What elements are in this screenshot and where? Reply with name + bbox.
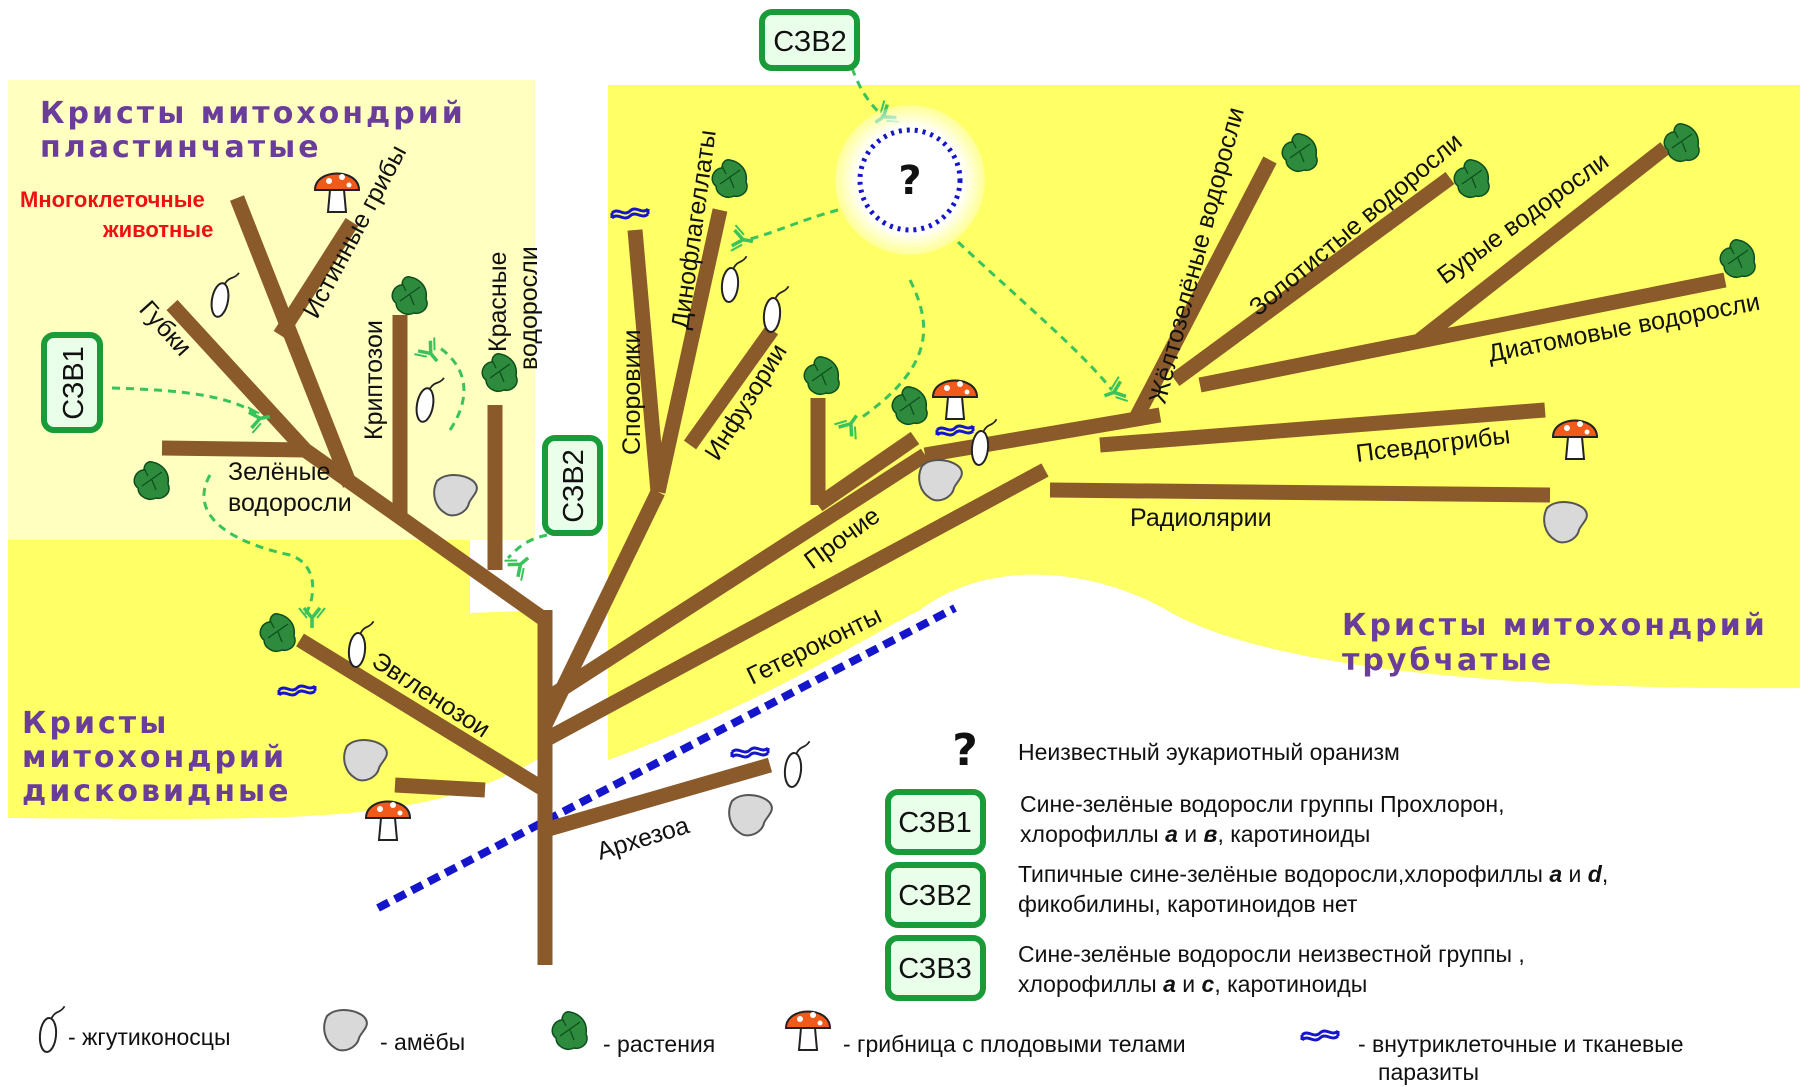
legend-flagellates-text: - жгутиконосцы bbox=[68, 1024, 231, 1050]
szv2-box-tree-mid-label: СЗВ2 bbox=[558, 449, 590, 523]
symbiosis-arrows bbox=[111, 67, 1114, 616]
phylogenetic-tree bbox=[161, 142, 1727, 965]
zone-title-lamellar-2: пластинчатые bbox=[40, 130, 322, 165]
legend-parasites-text-2: паразиты bbox=[1378, 1059, 1479, 1085]
legend-organism-types: - жгутиконосцы - амёбы - растения - гриб… bbox=[37, 1003, 1684, 1085]
mushroom-icon bbox=[785, 1010, 831, 1051]
legend-amoebae-text: - амёбы bbox=[380, 1029, 465, 1055]
unknown-question-mark: ? bbox=[898, 158, 921, 204]
label-green-algae-2: водоросли bbox=[228, 489, 352, 517]
legend-question-mark: ? bbox=[952, 725, 978, 776]
szv2-box-tree-mid: СЗВ2 bbox=[542, 435, 603, 536]
legend-parasites-text-1: - внутриклеточные и тканевые bbox=[1358, 1031, 1684, 1057]
flagellate-icon bbox=[782, 738, 811, 790]
zone-title-discoid-3: дисковидные bbox=[22, 774, 291, 809]
parasite-icon bbox=[1300, 1029, 1340, 1042]
amoeba-icon bbox=[323, 1009, 368, 1052]
legend-szv1-line2: хлорофиллы а и в, каротиноиды bbox=[1020, 821, 1370, 847]
szv1-box-tree: СЗВ1 bbox=[41, 332, 103, 433]
legend-szv3-line2: хлорофиллы а и с, каротиноиды bbox=[1018, 971, 1367, 997]
szv2-box-tree-top-label: СЗВ2 bbox=[773, 26, 847, 58]
label-cryptophytes: Криптозои bbox=[360, 320, 388, 440]
zone-discoid bbox=[8, 610, 545, 819]
zone-title-discoid-1: Кристы bbox=[22, 706, 169, 741]
legend-szv3-label: СЗВ3 bbox=[898, 953, 972, 985]
szv2-box-tree-top: СЗВ2 bbox=[759, 9, 860, 71]
legend-szv3-box bbox=[885, 935, 986, 1001]
amoeba-icon bbox=[728, 794, 773, 837]
parasite-icon bbox=[730, 746, 770, 759]
legend-szv1-box bbox=[885, 789, 986, 855]
legend-szv2-label: СЗВ2 bbox=[898, 880, 972, 912]
leaf-icon bbox=[551, 1011, 588, 1051]
label-red-algae-1: Красные bbox=[484, 251, 512, 352]
zone-title-lamellar-1: Кристы митохондрий bbox=[40, 96, 466, 131]
flagellate-icon bbox=[37, 1003, 66, 1055]
legend-szv1-label: СЗВ1 bbox=[898, 807, 972, 839]
zone-title-tubular-2: трубчатые bbox=[1342, 643, 1554, 678]
label-green-algae-1: Зелёные bbox=[228, 458, 330, 486]
legend-symbionts: ? Неизвестный эукариотный оранизм СЗВ1 С… bbox=[885, 725, 1608, 1001]
legend-mycelium-text: - грибница с плодовыми телами bbox=[843, 1031, 1186, 1057]
unknown-organism: ? bbox=[835, 105, 985, 255]
legend-szv2-box bbox=[885, 862, 986, 928]
zone-title-discoid-2: митохондрий bbox=[22, 740, 287, 775]
label-red-algae-2: водоросли bbox=[515, 246, 543, 370]
label-multicellular-animals-2: животные bbox=[102, 217, 213, 242]
mushroom-icon bbox=[365, 800, 411, 841]
zone-title-tubular-1: Кристы митохондрий bbox=[1342, 608, 1768, 643]
label-multicellular-animals-1: Многоклеточные bbox=[20, 187, 205, 212]
legend-szv2-line1: Типичные сине-зелёные водоросли,хлорофил… bbox=[1018, 861, 1608, 887]
legend-szv3-line1: Сине-зелёные водоросли неизвестной групп… bbox=[1018, 941, 1525, 967]
legend-unknown-text: Неизвестный эукариотный оранизм bbox=[1018, 739, 1400, 765]
legend-szv1-line1: Сине-зелёные водоросли группы Прохлорон, bbox=[1020, 791, 1505, 817]
label-radiolarians: Радиолярии bbox=[1130, 504, 1272, 532]
clade-boundary-line bbox=[376, 604, 957, 912]
label-sporozoa: Споровики bbox=[618, 330, 646, 455]
legend-plants-text: - растения bbox=[603, 1031, 715, 1057]
legend-szv2-line2: фикобилины, каротиноидов нет bbox=[1018, 891, 1358, 917]
szv1-box-tree-label: СЗВ1 bbox=[58, 346, 90, 420]
